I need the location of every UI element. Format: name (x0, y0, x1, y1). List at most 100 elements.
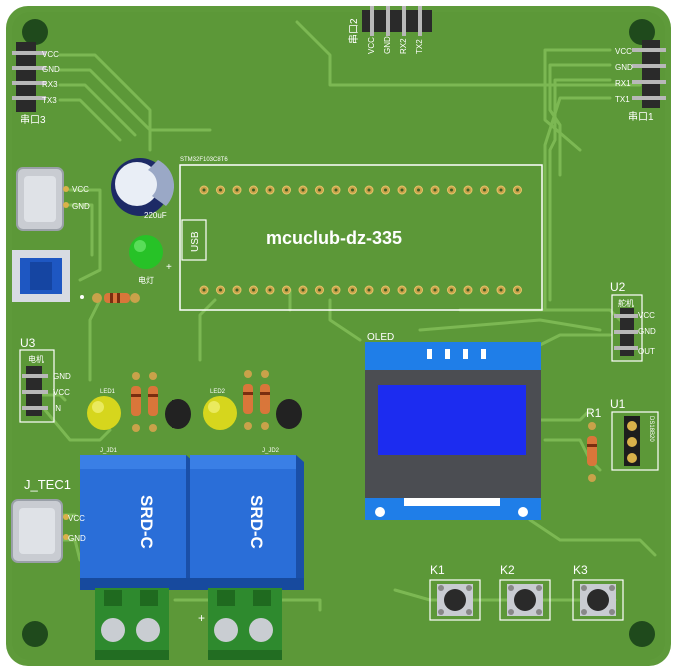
u3-pin-in: IN (53, 404, 61, 413)
relay-2: SRD-C J_JD2 (190, 448, 304, 590)
mcu-pins-top (199, 185, 522, 195)
relay-2-ref: J_JD2 (262, 448, 280, 454)
serial2-pin-vcc: VCC (367, 37, 376, 54)
mcu-pin-hole (285, 288, 288, 292)
mcu-pin-hole (499, 288, 503, 292)
mcu-pin-hole (400, 188, 404, 192)
mcu-pin-hole (268, 288, 272, 292)
mcu-pin-hole (483, 188, 486, 192)
key-1[interactable]: K1 (429, 563, 481, 621)
mcu-pin-hole (450, 188, 453, 192)
relay1-resistors (131, 372, 158, 432)
mcu-pin-hole (202, 288, 206, 292)
u2-label: U2 (610, 280, 626, 294)
mcu-module: STM32F103C8T6 USB mcuclub-dz-335 (179, 157, 543, 311)
mcu-pin-hole (483, 288, 486, 292)
serial1-pin-rx: RX1 (615, 79, 631, 88)
mcu-pin-hole (351, 288, 354, 292)
key-3-label: K3 (573, 563, 588, 577)
serial2-pin-tx: TX2 (415, 39, 424, 54)
mounting-holes (22, 19, 655, 647)
mcu-pin-hole (285, 188, 288, 192)
mcu-pin-hole (301, 188, 305, 192)
mcu-pin-hole (499, 188, 503, 192)
serial1-pin-gnd: GND (615, 63, 633, 72)
relay1-driver: LED1 (87, 372, 191, 432)
u2-sub-label: 舵机 (618, 298, 634, 308)
mcu-pin-hole (219, 188, 222, 192)
terminal-block-2: + (198, 588, 282, 660)
key-1-label: K1 (430, 563, 445, 577)
mcu-usb-label: USB (190, 231, 201, 252)
serial3-header: VCC GND RX3 TX3 串口3 (12, 42, 60, 126)
mcu-title: mcuclub-dz-335 (266, 228, 402, 248)
copper-traces (38, 20, 657, 612)
r1-resistor: R1 (586, 406, 602, 482)
mcu-module-text: STM32F103C8T6 (180, 157, 228, 163)
key-3[interactable]: K3 (572, 563, 624, 621)
mcu-pin-hole (450, 288, 453, 292)
power-led: 电灯 + (129, 235, 172, 285)
mcu-pin-hole (318, 288, 321, 292)
relay2-driver: LED2 (203, 370, 302, 430)
relay-1: SRD-C J_JD1 (80, 448, 194, 590)
u1-part: DS18B20 (648, 416, 654, 442)
mcu-pin-hole (318, 188, 321, 192)
relay2-led-label: LED2 (210, 389, 226, 395)
power-led-label: 电灯 (138, 275, 154, 285)
key-2[interactable]: K2 (499, 563, 551, 621)
mcu-pin-hole (384, 188, 387, 192)
relay-2-text: SRD-C (247, 495, 266, 549)
serial3-pin-rx: RX3 (42, 80, 58, 89)
mcu-pin-hole (351, 188, 354, 192)
power-resistor (92, 293, 140, 303)
mcu-pin-hole (433, 288, 437, 292)
relay-1-ref: J_JD1 (100, 448, 118, 454)
u1-label: U1 (610, 397, 626, 411)
serial1-pin-vcc: VCC (615, 47, 632, 56)
serial2-label: 串口2 (348, 18, 360, 44)
serial1-header: VCC GND RX1 TX1 串口1 (615, 40, 666, 123)
mcu-pin-hole (235, 188, 239, 192)
key-2-label: K2 (500, 563, 515, 577)
serial2-pin-gnd: GND (383, 36, 392, 54)
serial3-label: 串口3 (20, 114, 46, 126)
electrolytic-capacitor: 220uF (111, 158, 175, 220)
serial3-pin-gnd: GND (42, 65, 60, 74)
mounting-hole (22, 19, 48, 45)
usb-power-connector: VCC GND (16, 167, 90, 231)
serial2-header: VCC GND RX2 TX2 串口2 (348, 6, 432, 54)
power-led-plus: + (166, 262, 172, 273)
terminal-block-1 (95, 588, 169, 660)
mounting-hole (22, 621, 48, 647)
power-switch[interactable] (12, 250, 84, 302)
mcu-pin-hole (219, 288, 222, 292)
u3-pin-gnd: GND (53, 372, 71, 381)
tec-pin-vcc: VCC (68, 514, 85, 523)
u3-label: U3 (20, 336, 36, 350)
mcu-pin-hole (417, 288, 420, 292)
relay1-led-label: LED1 (100, 389, 116, 395)
relay2-resistors (243, 370, 270, 430)
mcu-pin-hole (516, 188, 519, 192)
terminal-plus: + (198, 611, 205, 625)
oled-label: OLED (367, 332, 394, 343)
serial3-pin-tx: TX3 (42, 96, 57, 105)
u2-pin-out: OUT (638, 347, 655, 356)
serial3-pin-vcc: VCC (42, 50, 59, 59)
u2-header: U2 舵机 VCC GND OUT (610, 280, 656, 362)
mcu-pin-hole (252, 188, 255, 192)
mcu-pin-hole (516, 288, 519, 292)
mcu-pins-bottom (199, 285, 522, 295)
u2-pin-gnd: GND (638, 327, 656, 336)
u3-header: U3 电机 GND VCC IN (19, 336, 71, 423)
mcu-pin-hole (252, 288, 255, 292)
mcu-pin-hole (433, 188, 437, 192)
tec-connector: J_TEC1 VCC GND (11, 477, 86, 563)
mcu-pin-hole (417, 188, 420, 192)
u1-sensor: U1 DS18B20 (610, 397, 659, 471)
tec-pin-gnd: GND (68, 534, 86, 543)
capacitor-value: 220uF (144, 211, 167, 220)
mcu-pin-hole (384, 288, 387, 292)
